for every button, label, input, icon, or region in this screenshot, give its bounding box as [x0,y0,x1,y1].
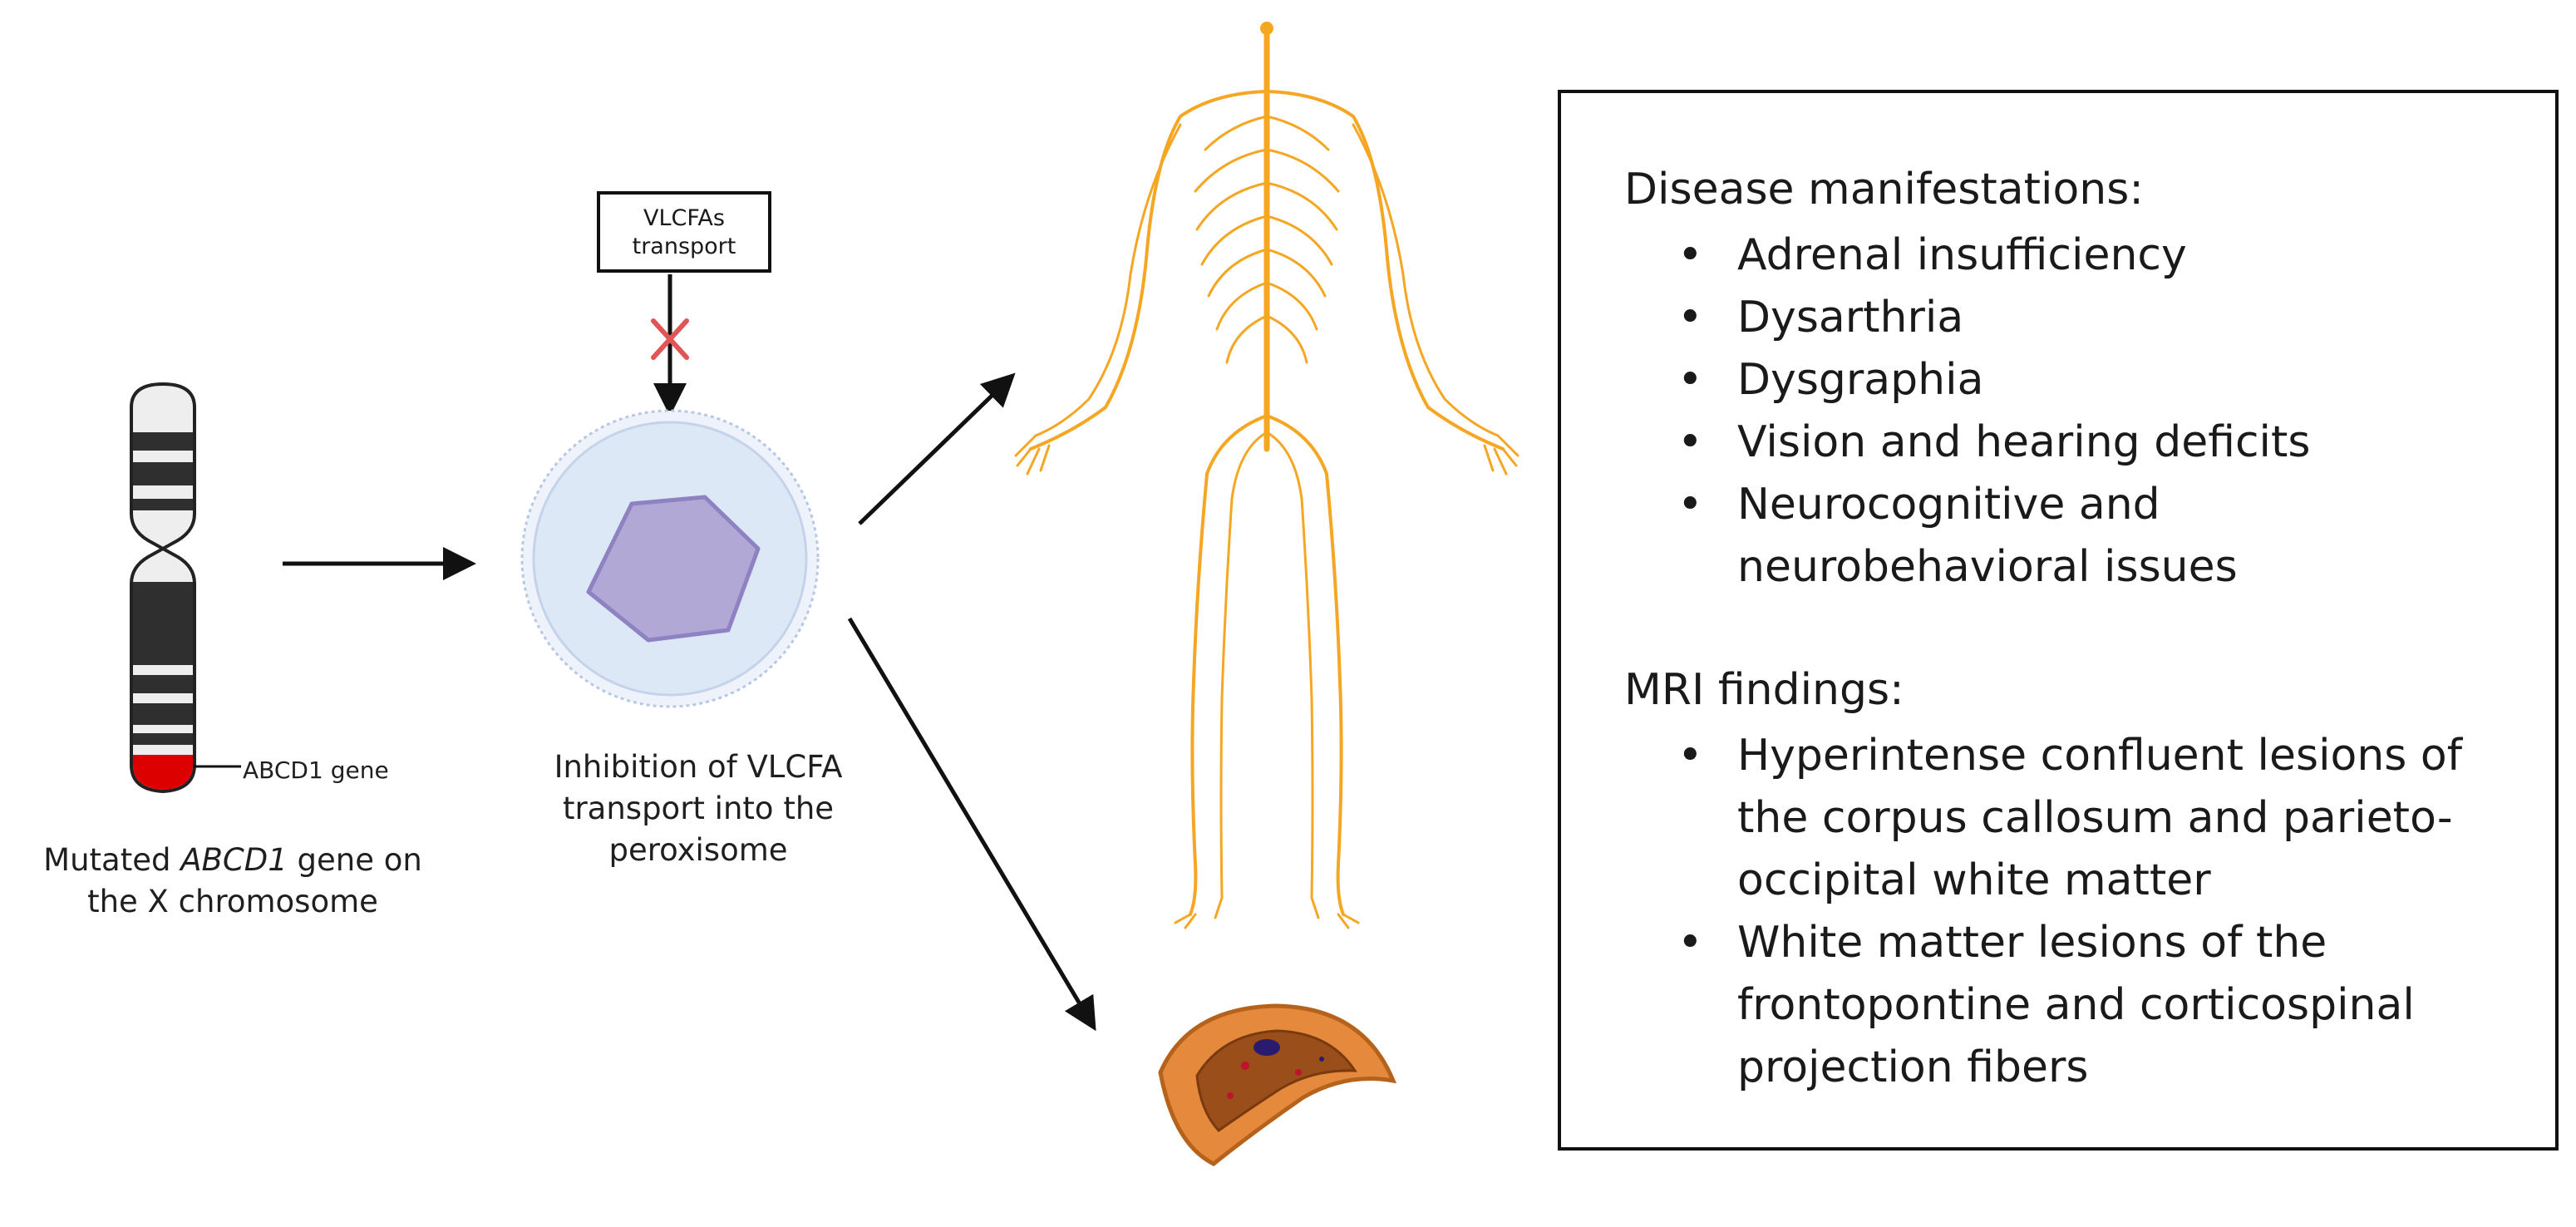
caption-prefix: Mutated [43,842,181,878]
nervous-system-icon [1014,22,1519,929]
peroxisome-caption-line1: Inhibition of VLCFA [554,749,843,785]
manifestation-item: Dysgraphia [1677,349,2525,411]
manifestation-item: Dysarthria [1677,287,2525,349]
peroxisome-caption-line3: peroxisome [608,832,788,868]
manifestation-item: Vision and hearing deficits [1677,411,2525,474]
abcd1-gene-label: ABCD1 gene [243,756,389,784]
chromosome-caption: Mutated ABCD1 gene on the X chromosome [0,840,465,923]
manifestations-list: Adrenal insufficiency Dysarthria Dysgrap… [1677,224,2525,599]
peroxisome-icon [520,409,820,708]
caption-gene-name: ABCD1 [180,842,288,878]
adrenal-gland-icon [1158,1003,1397,1166]
caption-line2: the X chromosome [87,884,378,919]
vlcfa-transport-box: VLCFAs transport [597,191,771,273]
arrow-to-nervous-system [858,372,1016,525]
peroxisome-caption-line2: transport into the [562,791,835,826]
manifestation-item: Neurocognitive and neurobehavioral issue… [1677,474,2525,599]
mri-finding-item: Hyperintense confluent lesions of the co… [1677,725,2542,912]
inhibition-x-icon [651,318,689,360]
manifestation-item: Adrenal insufficiency [1677,224,2525,287]
info-panel: Disease manifestations: Adrenal insuffic… [1558,90,2559,1151]
transport-line2: transport [632,234,736,259]
peroxisome-caption: Inhibition of VLCFA transport into the p… [515,747,881,871]
mri-finding-item: White matter lesions of the frontopontin… [1677,912,2542,1099]
mri-findings-title: MRI findings: [1624,665,1904,715]
caption-suffix: gene on [287,842,422,878]
manifestations-title: Disease manifestations: [1624,165,2144,214]
mri-findings-list: Hyperintense confluent lesions of the co… [1677,725,2542,1099]
transport-line1: VLCFAs [643,205,725,231]
arrow-to-adrenal-gland [847,617,1096,1032]
chromosome-icon [130,382,241,794]
